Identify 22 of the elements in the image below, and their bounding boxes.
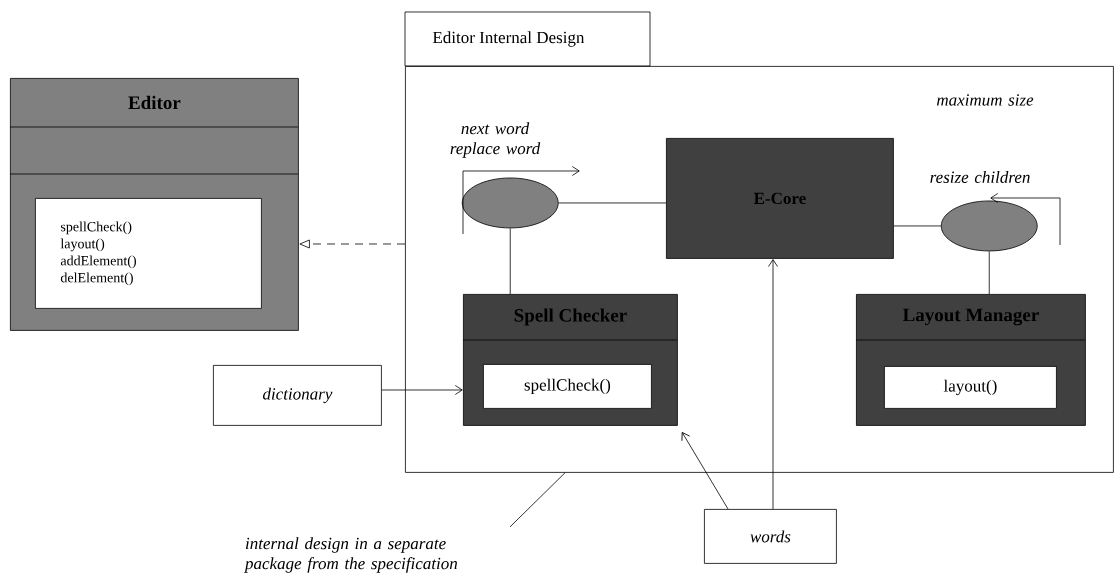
process-box: words: [704, 509, 837, 564]
connector-line: [558, 202, 667, 204]
arrow: [681, 432, 729, 510]
interface-ellipse: [461, 177, 559, 229]
node-label: Editor Internal Design: [432, 31, 585, 47]
process-box: dictionary: [213, 365, 382, 426]
annotation-text: resize children: [930, 171, 1030, 183]
connector-line: [893, 225, 942, 227]
process-box: spellCheck(): [483, 364, 652, 409]
process-box: E-Core: [666, 138, 894, 259]
annotation-text: maximum size: [937, 94, 1034, 106]
process-box: layout(): [884, 366, 1057, 409]
arrow: [768, 259, 778, 510]
annotation-text: next word replace word: [450, 122, 541, 158]
leader-line: [509, 472, 566, 528]
connector-line: [988, 250, 990, 295]
method-list-box: spellCheck() layout() addElement() delElement(): [35, 198, 262, 309]
connector-line: [509, 227, 511, 295]
note-text: internal design in a separate package from the specification: [244, 537, 458, 573]
arrow: [381, 385, 463, 395]
interface-ellipse: [940, 200, 1038, 252]
dependency-arrow: [299, 239, 406, 249]
